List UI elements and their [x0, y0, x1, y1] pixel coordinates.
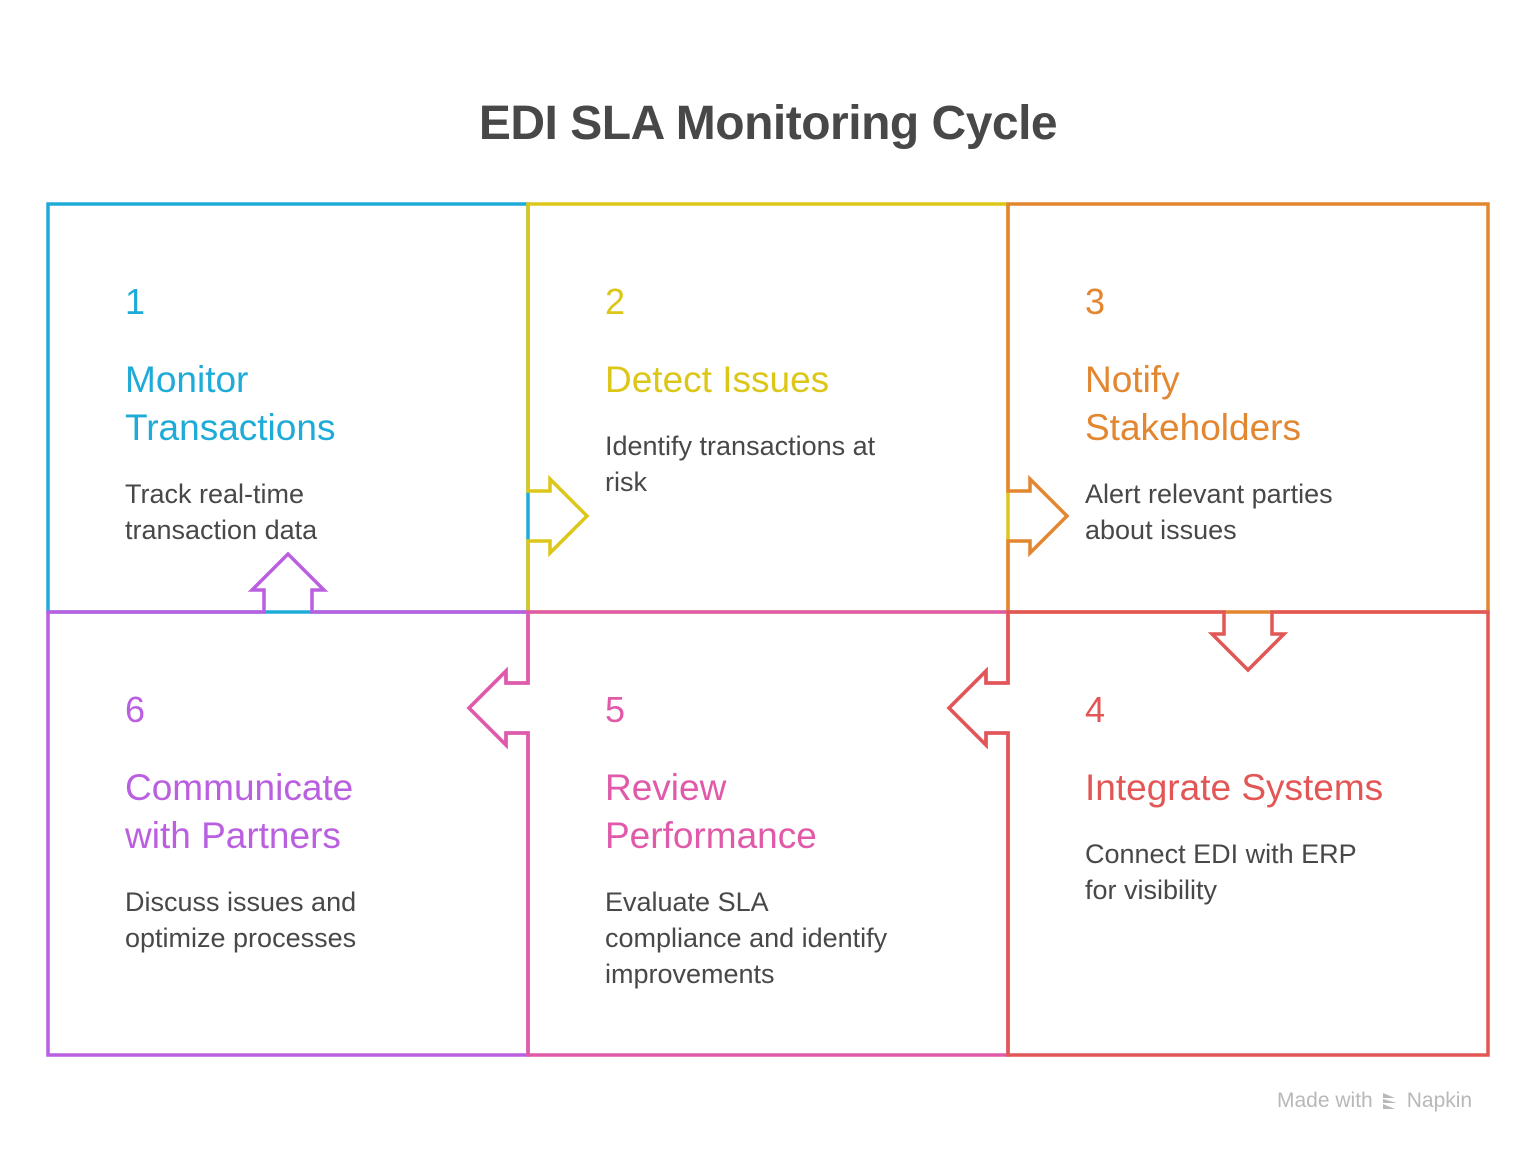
step-number: 5 [605, 689, 626, 730]
step-detect-issues: 2 Detect Issues Identify transactions at… [605, 282, 945, 500]
step-integrate-systems: 4 Integrate Systems Connect EDI with ERP… [1085, 690, 1425, 908]
step-number: 6 [125, 689, 146, 730]
step-number: 3 [1085, 281, 1106, 322]
step-number: 4 [1085, 689, 1106, 730]
napkin-logo-icon [1382, 1093, 1397, 1109]
diagram-title: EDI SLA Monitoring Cycle [478, 97, 1058, 150]
napkin-brand-label: Napkin [1406, 1089, 1473, 1112]
box-integrate-systems [946, 610, 1490, 1057]
step-title: Integrate Systems [1085, 767, 1384, 808]
step-number: 1 [125, 281, 146, 322]
step-number: 2 [605, 281, 626, 322]
made-with-label: Made with [1277, 1089, 1373, 1112]
made-with-napkin-badge: Made with Napkin [1277, 1089, 1472, 1113]
step-title: Detect Issues [605, 359, 830, 400]
box-notify-stakeholders [1006, 202, 1490, 614]
